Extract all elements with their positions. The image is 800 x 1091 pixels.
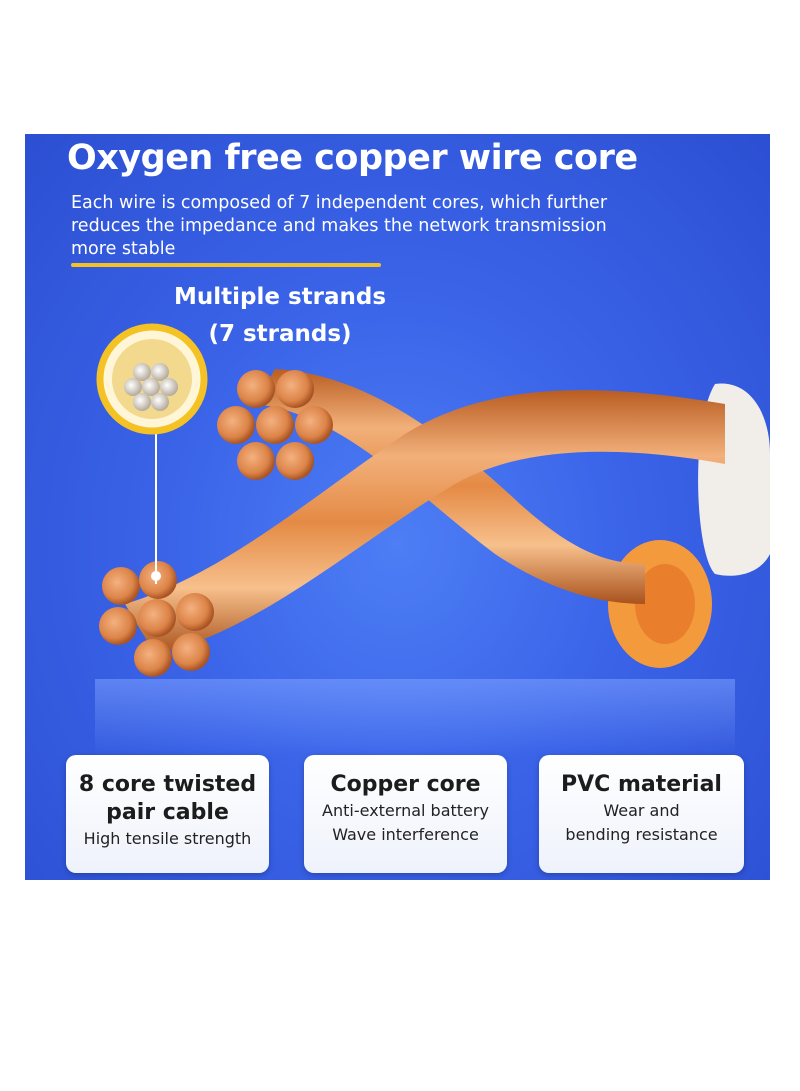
feature-card-title: 8 core twisted pair cable	[78, 772, 257, 825]
twisted-copper-wire-illustration	[95, 323, 770, 754]
copper-strand-magnifier-icon	[96, 323, 208, 584]
feature-card-title: PVC material	[561, 772, 722, 797]
feature-card-text: Wear and	[603, 801, 680, 820]
feature-card-text: Anti-external battery	[322, 801, 489, 820]
feature-card-text: High tensile strength	[83, 829, 252, 848]
feature-card-text: bending resistance	[565, 825, 718, 844]
strands-callout: Multiple strands (7 strands)	[145, 279, 415, 353]
page-title: Oxygen free copper wire core	[67, 138, 638, 178]
page-description: Each wire is composed of 7 independent c…	[71, 193, 608, 259]
feature-card-title: Copper core	[330, 772, 481, 797]
top-strand-ends	[217, 370, 333, 480]
copper-bundle-front	[125, 390, 725, 654]
feature-card-pvc-material: PVC material Wear and bending resistance	[539, 755, 744, 873]
strands-callout-line2: (7 strands)	[208, 321, 352, 347]
strands-callout-line1: Multiple strands	[173, 284, 387, 310]
title-underline	[71, 263, 381, 267]
feature-card-twisted-pair: 8 core twisted pair cable High tensile s…	[66, 755, 269, 873]
feature-card-text: Wave interference	[332, 825, 479, 844]
floor-reflection	[95, 679, 735, 754]
bottom-strand-ends	[99, 561, 214, 677]
feature-card-copper-core: Copper core Anti-external battery Wave i…	[304, 755, 507, 873]
product-banner: Oxygen free copper wire core Each wire i…	[25, 134, 770, 880]
